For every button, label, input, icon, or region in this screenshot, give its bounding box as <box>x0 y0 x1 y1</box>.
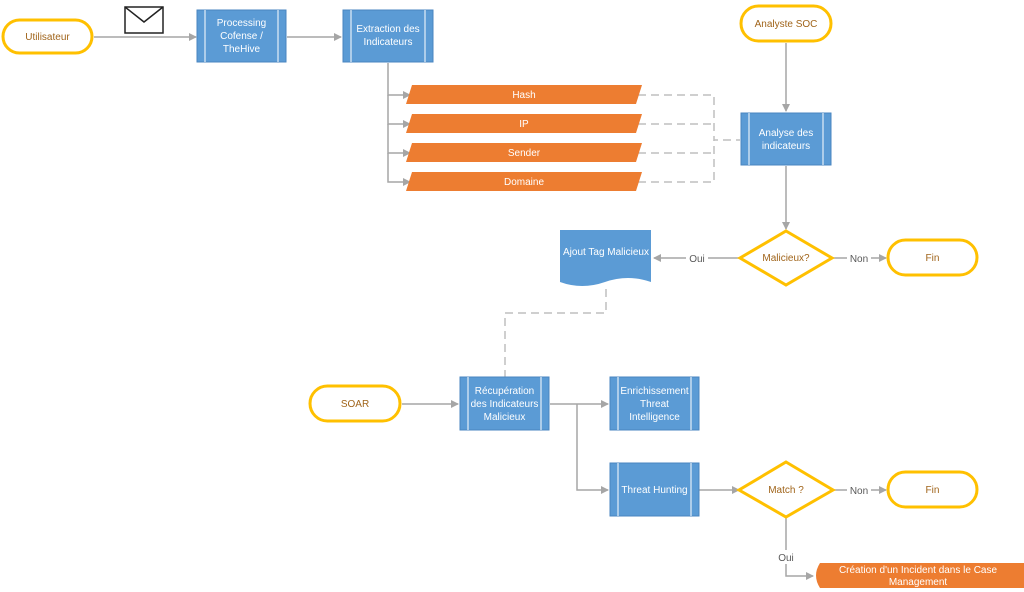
process-enrichissement: Enrichissement Threat Intelligence <box>609 376 700 431</box>
label-processing-2: Cofense / <box>220 31 263 42</box>
process-processing: Processing Cofense / TheHive <box>196 9 287 63</box>
dashed-ajout-tag-recuperation <box>504 289 607 378</box>
connectors <box>94 33 887 580</box>
edge-extraction-sender <box>387 124 411 157</box>
data-sender: Sender <box>406 143 642 162</box>
process-threat-hunting: Threat Hunting <box>609 462 700 517</box>
data-creation-incident: Création d'un Incident dans le Case Mana… <box>816 563 1024 588</box>
process-extraction: Extraction des Indicateurs <box>342 9 434 63</box>
terminal-soar: SOAR <box>308 384 402 423</box>
data-hash: Hash <box>406 85 642 104</box>
label-creation-1: Création d'un Incident dans le Case <box>839 565 998 576</box>
envelope-icon <box>124 6 164 34</box>
label-creation-2: Management <box>889 577 948 588</box>
label-extraction-2: Indicateurs <box>364 37 413 48</box>
terminal-fin-bottom: Fin <box>886 470 979 509</box>
terminal-fin-top: Fin <box>886 238 979 277</box>
dashed-associations <box>504 94 740 378</box>
label-fin-top: Fin <box>926 253 940 264</box>
edge-label-oui-malicieux: Oui <box>689 254 705 265</box>
process-analyse: Analyse des indicateurs <box>740 112 832 166</box>
label-ajout-tag: Ajout Tag Malicieux <box>563 247 649 258</box>
label-extraction-1: Extraction des <box>356 24 419 35</box>
label-match: Match ? <box>768 485 804 496</box>
label-utilisateur: Utilisateur <box>25 32 70 43</box>
data-ip: IP <box>406 114 642 133</box>
label-enrichissement-1: Enrichissement <box>620 386 689 397</box>
edge-extraction-ip <box>387 95 411 128</box>
label-sender: Sender <box>508 148 541 159</box>
label-soar: SOAR <box>341 399 369 410</box>
label-processing-1: Processing <box>217 18 266 29</box>
edge-label-oui-match: Oui <box>778 553 794 564</box>
edge-match-creation <box>785 518 814 580</box>
terminal-analyste-soc: Analyste SOC <box>739 4 833 43</box>
dashed-domaine-analyse <box>638 140 715 183</box>
label-fin-bottom: Fin <box>926 485 940 496</box>
document-ajout-tag: Ajout Tag Malicieux <box>560 230 651 286</box>
edge-label-non-malicieux: Non <box>850 254 868 265</box>
label-recuperation-1: Récupération <box>475 386 534 397</box>
edge-extraction-hash <box>387 63 411 99</box>
data-domaine: Domaine <box>406 172 642 191</box>
label-recuperation-3: Malicieux <box>484 412 526 423</box>
edge-labels: Oui Non Non Oui <box>686 251 871 564</box>
label-threat-hunting: Threat Hunting <box>621 485 687 496</box>
decision-match: Match ? <box>736 460 836 519</box>
label-recuperation-2: des Indicateurs <box>471 399 539 410</box>
label-malicieux: Malicieux? <box>762 253 810 264</box>
label-enrichissement-3: Intelligence <box>629 412 680 423</box>
label-processing-3: TheHive <box>223 44 261 55</box>
dashed-hash-analyse <box>638 94 740 141</box>
edge-recuperation-threat-hunting <box>576 404 609 494</box>
edge-extraction-domaine <box>387 153 411 186</box>
label-analyste-soc: Analyste SOC <box>755 19 818 30</box>
terminal-utilisateur: Utilisateur <box>1 18 94 55</box>
label-hash: Hash <box>512 90 535 101</box>
label-analyse-1: Analyse des <box>759 128 813 139</box>
label-enrichissement-2: Threat <box>640 399 669 410</box>
label-ip: IP <box>519 119 529 130</box>
process-recuperation: Récupération des Indicateurs Malicieux <box>459 376 550 431</box>
label-domaine: Domaine <box>504 177 544 188</box>
label-analyse-2: indicateurs <box>762 141 810 152</box>
decision-malicieux: Malicieux? <box>737 229 835 287</box>
edge-label-non-match: Non <box>850 486 868 497</box>
